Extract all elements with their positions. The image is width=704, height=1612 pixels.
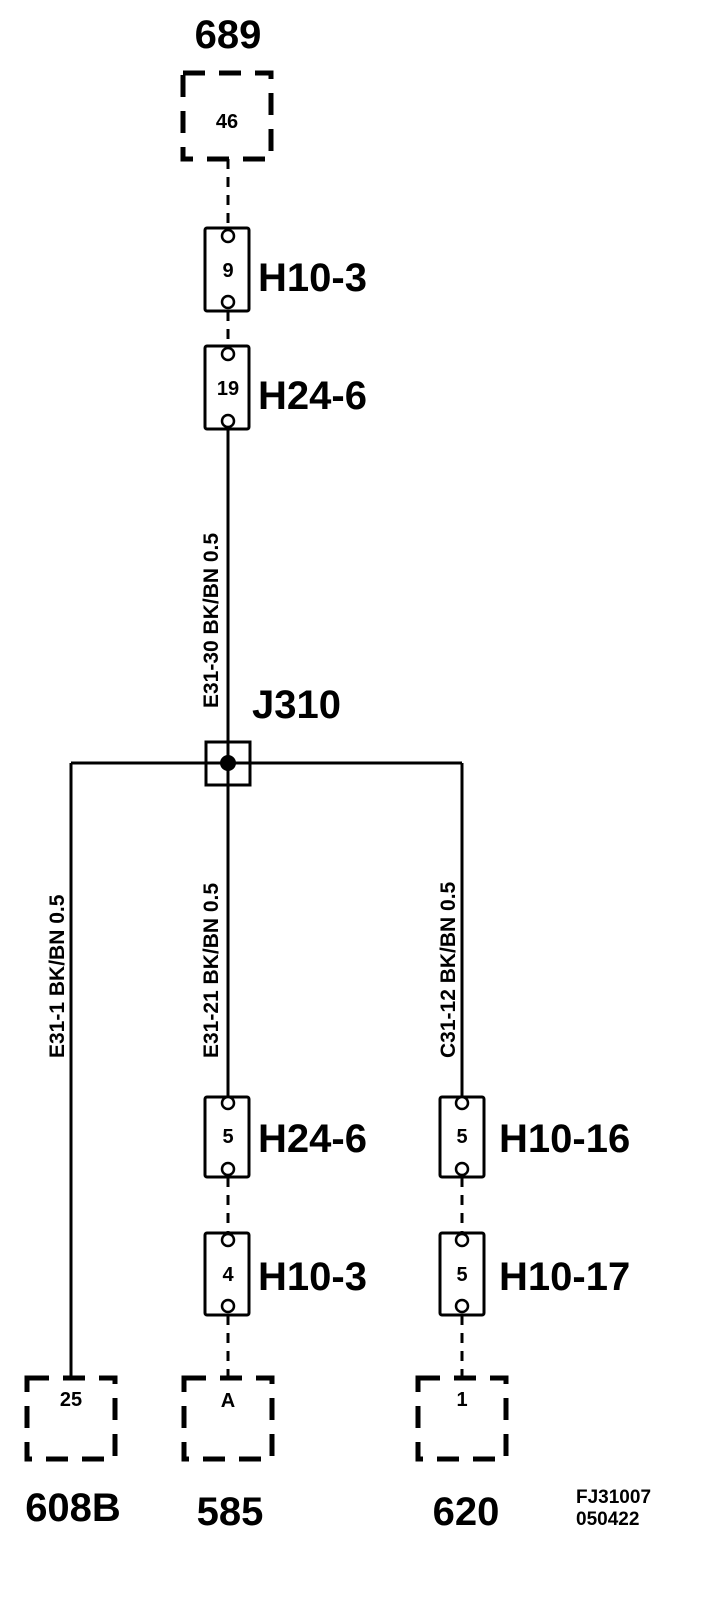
wire-e31-30-label: E31-30 BK/BN 0.5 [200,533,223,708]
connector-h24-6-top-pin: 19 [217,378,239,400]
connector-h10-16-pin: 5 [456,1126,467,1148]
connector-h10-3-bottom: 4 [203,1231,251,1317]
component-620-box [415,1375,509,1462]
component-585-box [181,1375,275,1462]
component-585-pin: A [221,1390,235,1412]
figure-code-line2: 050422 [576,1509,639,1530]
connector-h10-3-top: 9 [203,226,251,313]
connector-h24-6-bottom: 5 [203,1095,251,1179]
connector-h24-6-top-label: H24-6 [258,374,367,418]
figure-code-line1: FJ31007 [576,1487,651,1508]
wire-e31-1-label: E31-1 BK/BN 0.5 [46,894,69,1058]
connector-h10-3-bottom-pin: 4 [222,1264,234,1286]
junction-j310-label: J310 [252,683,341,727]
connector-h24-6-bottom-label: H24-6 [258,1117,367,1161]
component-620-label: 620 [433,1490,500,1534]
component-608b-pin: 25 [60,1389,82,1411]
connector-h24-6-top: 19 [203,344,251,431]
component-608b-box [24,1375,118,1462]
connector-h10-3-bottom-label: H10-3 [258,1255,367,1299]
component-608b-label: 608B [25,1486,121,1530]
component-689-label: 689 [195,13,262,57]
connector-h10-16: 5 [438,1095,486,1179]
connector-h10-17: 5 [438,1231,486,1317]
wire-c31-12-label: C31-12 BK/BN 0.5 [437,881,460,1058]
junction-dot [220,755,236,771]
connector-h10-3-top-pin: 9 [222,260,233,282]
component-620-pin: 1 [456,1389,467,1411]
component-585-label: 585 [197,1490,264,1534]
component-689-pin: 46 [216,111,238,133]
connector-h10-17-pin: 5 [456,1264,467,1286]
connector-h24-6-bottom-pin: 5 [222,1126,233,1148]
wire-e31-21-label: E31-21 BK/BN 0.5 [200,883,223,1058]
connector-h10-16-label: H10-16 [499,1117,630,1161]
connector-h10-3-top-label: H10-3 [258,256,367,300]
connector-h10-17-label: H10-17 [499,1255,630,1299]
